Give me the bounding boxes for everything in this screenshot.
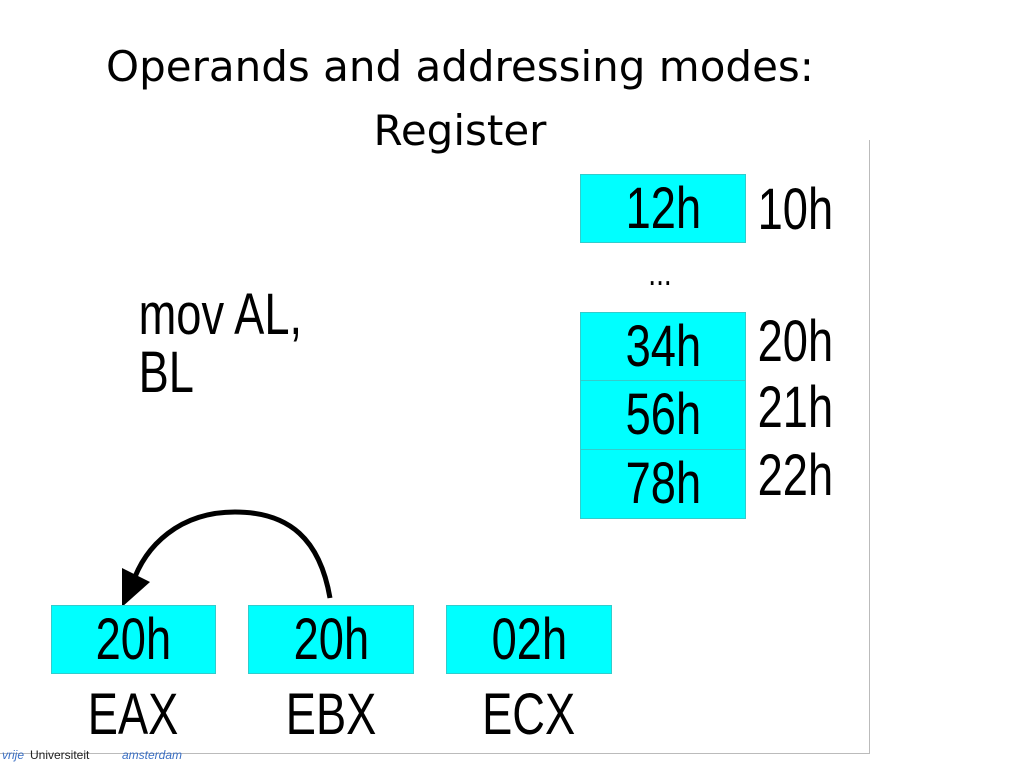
register-name: EBX	[285, 682, 377, 747]
memory-cell: 34h	[580, 312, 746, 381]
memory-cell: 78h	[580, 449, 746, 519]
register-ebx: 20h	[248, 605, 414, 674]
instruction: mov AL, BL	[138, 282, 303, 405]
memory-cell: 12h	[580, 174, 746, 243]
ellipsis: ...	[648, 252, 672, 293]
register-name: ECX	[482, 682, 576, 747]
footer-logo-universiteit: Universiteit	[30, 748, 90, 762]
register-name: EAX	[88, 682, 179, 747]
register-ecx: 02h	[446, 605, 612, 674]
divider-horizontal	[0, 753, 870, 754]
footer-logo-amsterdam: amsterdam	[122, 748, 183, 762]
footer-logo-vrije: vrije	[2, 748, 25, 762]
memory-address: 21h	[757, 375, 833, 440]
memory-address: 20h	[757, 309, 833, 374]
title-line-2: Register	[373, 106, 547, 155]
memory-address: 10h	[757, 177, 833, 242]
title-line-1: Operands and addressing modes:	[106, 42, 814, 91]
memory-address: 22h	[757, 443, 833, 508]
register-eax: 20h	[51, 605, 216, 674]
divider-vertical	[869, 140, 870, 753]
